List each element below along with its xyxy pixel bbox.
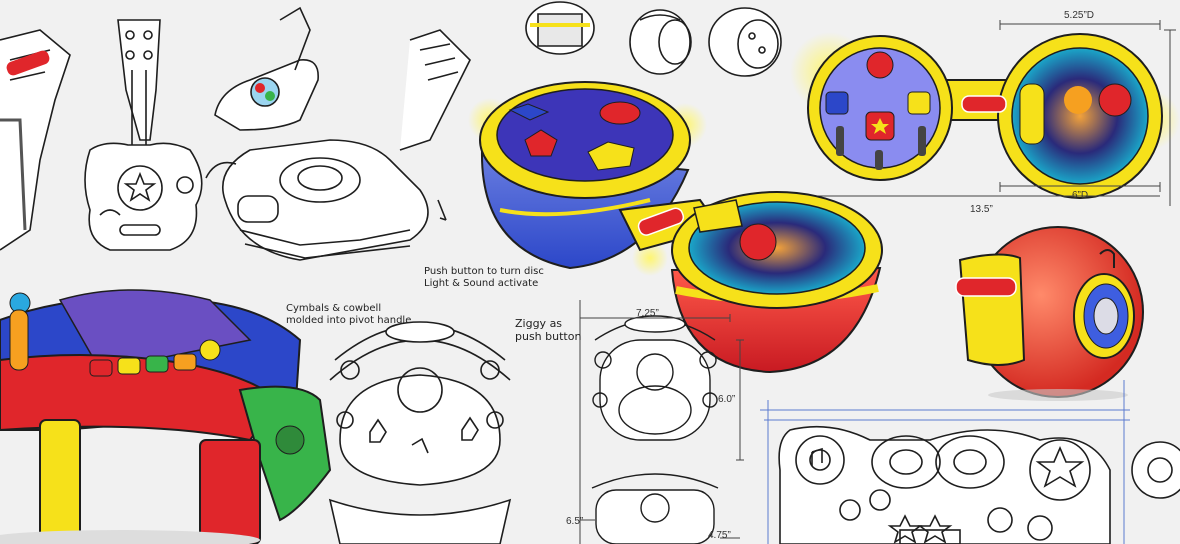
dimension-lines-top-right bbox=[800, 20, 1176, 206]
annotation-push-button: Push button to turn disc bbox=[424, 266, 544, 277]
music-toy-top-view bbox=[790, 32, 1180, 199]
dim-13-5-length: 13.5” bbox=[970, 204, 993, 215]
music-toy-closed-sphere bbox=[955, 226, 1144, 401]
drum-toy-sketch bbox=[328, 321, 512, 544]
annotation-ziggy-line1: Ziggy as bbox=[515, 317, 563, 330]
playskool-logo-guitar bbox=[6, 50, 50, 76]
annotation-light-sound: Light & Sound activate bbox=[424, 278, 539, 289]
blueprint-control-panel bbox=[760, 380, 1180, 544]
annotation-cymbals-line2: molded into pivot handle bbox=[286, 315, 412, 326]
dim-5-25-diameter: 5.25”D bbox=[1064, 10, 1095, 21]
wheel-sketch-1 bbox=[525, 1, 595, 55]
annotation-cymbals-line1: Cymbals & cowbell bbox=[286, 303, 382, 314]
wheel-sketch-3 bbox=[708, 7, 782, 77]
guitar-sketch-perspective bbox=[205, 6, 471, 261]
dim-4-75-width: 4.75” bbox=[708, 530, 731, 541]
music-toy-open-view bbox=[468, 81, 883, 374]
guitar-sketch-front bbox=[84, 19, 203, 251]
dimension-lines-drum bbox=[579, 300, 744, 544]
drum-front-view bbox=[592, 315, 718, 441]
drum-side-view bbox=[591, 473, 719, 544]
annotation-ziggy-line2: push button bbox=[515, 330, 582, 343]
dim-7-25-width: 7.25” bbox=[636, 308, 659, 319]
dim-6-0-height: 6.0” bbox=[718, 394, 736, 405]
wheel-sketch-2 bbox=[629, 9, 692, 75]
dim-6-diameter: 6”D bbox=[1072, 190, 1089, 201]
dim-6-5-height: 6.5” bbox=[566, 516, 584, 527]
activity-table-rendering bbox=[0, 289, 332, 544]
